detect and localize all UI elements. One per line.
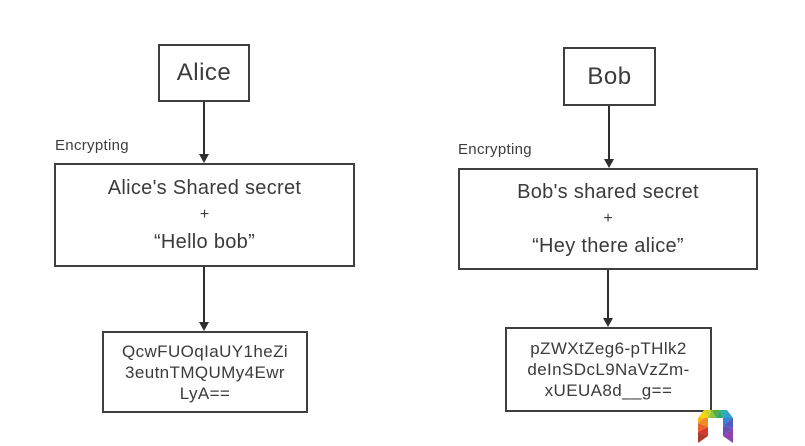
- bob-actor-box: Bob: [563, 47, 656, 106]
- arrow-head-icon: [604, 159, 614, 168]
- rainbow-arch-logo: [698, 410, 733, 443]
- alice-ciphertext-box: QcwFUOqIaUY1heZi 3eutnTMQUMy4Ewr LyA==: [102, 331, 308, 413]
- alice-stage-label: Encrypting: [55, 137, 129, 154]
- bob-input-line1: Bob's shared secret: [517, 181, 699, 203]
- arrow-bob-to-input: [603, 106, 615, 168]
- logo-facet: [723, 426, 733, 436]
- logo-facet: [698, 427, 708, 436]
- alice-input-line2: “Hello bob”: [153, 231, 256, 253]
- alice-actor-label: Alice: [176, 59, 232, 86]
- alice-plus-operator: +: [199, 206, 210, 223]
- arrow-alice-input-to-output: [198, 267, 210, 331]
- arrow-shaft: [607, 270, 609, 319]
- logo-facet: [720, 410, 727, 418]
- arrow-alice-to-input: [198, 102, 210, 163]
- alice-actor-box: Alice: [158, 44, 250, 102]
- logo-facet: [723, 410, 733, 418]
- logo-facet: [698, 423, 708, 432]
- bob-stage-label: Encrypting: [458, 141, 532, 158]
- alice-ciphertext-line: LyA==: [179, 383, 231, 403]
- logo-facet: [723, 418, 733, 428]
- arrow-bob-input-to-output: [602, 270, 614, 327]
- alice-ciphertext-line: QcwFUOqIaUY1heZi: [121, 341, 289, 361]
- arrow-head-icon: [199, 154, 209, 163]
- bob-ciphertext-line: xUEUA8d__g==: [544, 381, 673, 400]
- logo-facet: [716, 410, 723, 418]
- bob-input-box: Bob's shared secret + “Hey there alice”: [458, 168, 758, 270]
- logo-facet: [723, 428, 733, 443]
- logo-facet: [708, 410, 716, 418]
- bob-ciphertext-line: deInSDcL9NaVzZm-: [527, 360, 690, 379]
- arrow-shaft: [608, 106, 610, 160]
- bob-input-line2: “Hey there alice”: [532, 235, 684, 257]
- arrow-head-icon: [199, 322, 209, 331]
- logo-facet: [698, 432, 708, 443]
- logo-facet: [704, 410, 712, 418]
- bob-plus-operator: +: [603, 210, 613, 227]
- alice-input-box: Alice's Shared secret + “Hello bob”: [54, 163, 355, 267]
- bob-ciphertext-box: pZWXtZeg6-pTHlk2 deInSDcL9NaVzZm- xUEUA8…: [505, 327, 712, 412]
- arrow-shaft: [203, 102, 205, 155]
- bob-actor-label: Bob: [587, 62, 632, 90]
- alice-ciphertext-line: 3eutnTMQUMy4Ewr: [125, 362, 285, 382]
- logo-facet: [712, 410, 720, 418]
- alice-input-line1: Alice's Shared secret: [107, 177, 302, 199]
- logo-facet: [698, 410, 708, 418]
- arrow-shaft: [203, 267, 205, 323]
- arrow-head-icon: [603, 318, 613, 327]
- bob-ciphertext-line: pZWXtZeg6-pTHlk2: [530, 339, 687, 358]
